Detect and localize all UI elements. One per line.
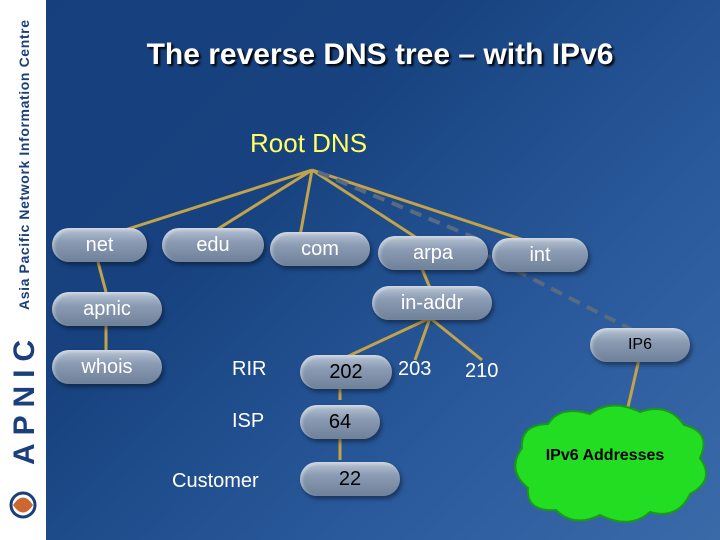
label-203: 203	[398, 358, 432, 380]
node-in-addr: in-addr	[372, 286, 492, 320]
ipv6-cloud	[514, 404, 708, 523]
node-com: com	[270, 232, 370, 266]
node-202: 202	[300, 355, 392, 389]
node-ip6: IP6	[590, 328, 690, 362]
sidebar: Asia Pacific Network Information Centre …	[0, 0, 46, 540]
label-rir: RIR	[232, 358, 267, 380]
label-210: 210	[465, 360, 499, 382]
org-name-text: Asia Pacific Network Information Centre	[16, 20, 32, 310]
logo-text: APNIC	[8, 340, 41, 465]
apnic-logo: APNIC	[8, 340, 41, 519]
node-edu: edu	[162, 228, 264, 262]
slide-title: The reverse DNS tree – with IPv6	[146, 38, 614, 71]
sidebar-org-name: Asia Pacific Network Information Centre	[16, 20, 32, 310]
label-customer: Customer	[172, 470, 259, 492]
node-arpa: arpa	[378, 236, 488, 270]
root-dns-label: Root DNS	[250, 128, 368, 158]
logo-swirl-icon	[9, 491, 37, 519]
node-whois: whois	[52, 350, 162, 384]
node-net: net	[52, 228, 147, 262]
node-64: 64	[300, 405, 380, 439]
node-int: int	[492, 238, 588, 272]
node-22: 22	[300, 462, 400, 496]
ipv6-addresses-label: IPv6 Addresses	[545, 447, 665, 464]
node-apnic: apnic	[52, 292, 162, 326]
label-isp: ISP	[232, 410, 265, 432]
